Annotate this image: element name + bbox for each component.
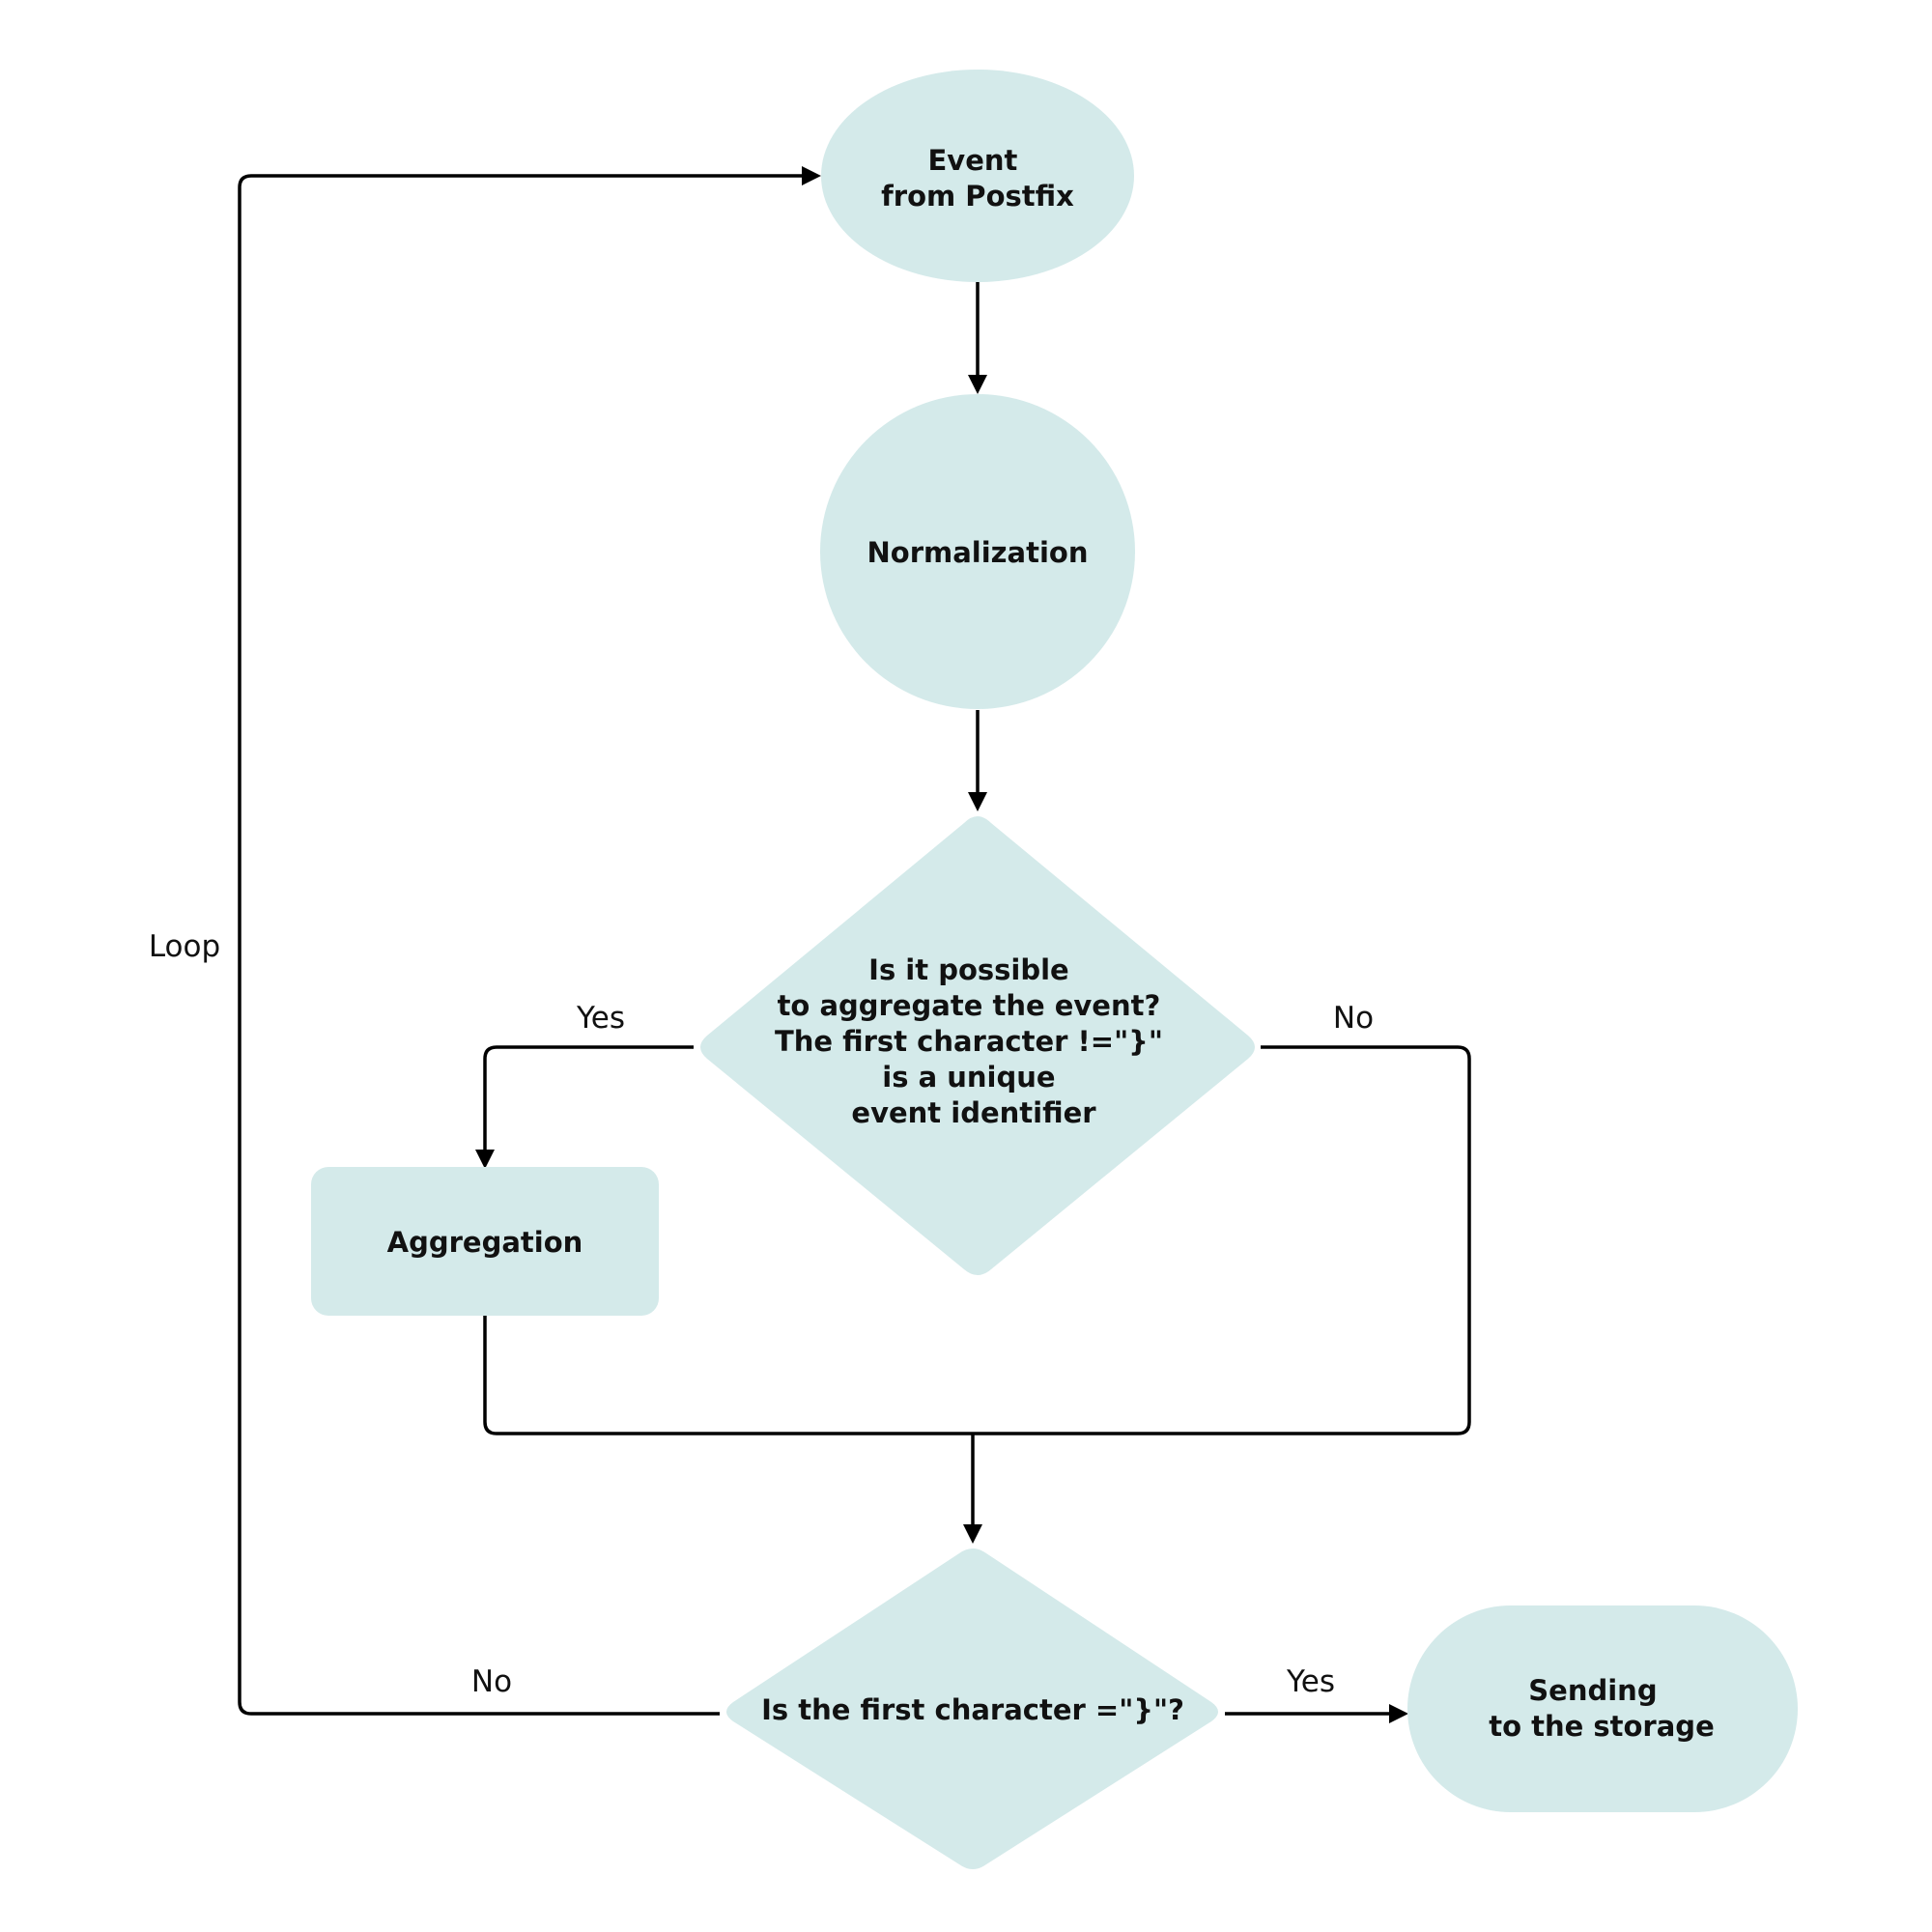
node-decision-aggregate-line-5: event identifier (851, 1096, 1096, 1129)
node-normalization: Normalization (820, 394, 1135, 709)
node-aggregation: Aggregation (311, 1167, 659, 1316)
end-yes-label: Yes (1286, 1664, 1335, 1699)
node-decision-aggregate-line-1: Is it possible (868, 953, 1069, 986)
edge-decision-yes-to-aggregation (483, 1045, 694, 1150)
node-decision-end-label: Is the first character ="}"? (761, 1693, 1184, 1726)
arrowhead-sending (1389, 1704, 1408, 1723)
node-event-shape (821, 70, 1134, 282)
node-decision-aggregate-label: Is it possible to aggregate the event? T… (775, 953, 1173, 1129)
node-decision-end-shape (726, 1548, 1218, 1869)
node-decision-aggregate: Is it possible to aggregate the event? T… (700, 816, 1255, 1275)
node-event-line-1: Event (928, 144, 1018, 177)
node-normalization-line-1: Normalization (867, 536, 1089, 569)
node-sending-label: Sending to the storage (1489, 1674, 1715, 1743)
node-aggregation-shape (311, 1167, 659, 1316)
node-decision-end: Is the first character ="}"? (726, 1548, 1218, 1869)
edge-aggregation-to-merge (483, 1316, 973, 1435)
node-sending-line-2: to the storage (1489, 1710, 1715, 1743)
node-normalization-label: Normalization (867, 536, 1089, 569)
loop-label: Loop (149, 929, 220, 964)
arrowhead-aggregation (475, 1150, 495, 1169)
node-decision-aggregate-line-3: The first character !="}" (775, 1025, 1163, 1058)
node-event: Event from Postfix (821, 70, 1134, 282)
node-sending: Sending to the storage (1407, 1605, 1798, 1812)
aggregate-yes-label: Yes (576, 1001, 625, 1036)
arrowhead-event (802, 166, 821, 185)
node-sending-line-1: Sending (1528, 1674, 1657, 1707)
node-sending-shape (1407, 1605, 1798, 1812)
edges (238, 166, 1471, 1723)
arrowhead-decision-end (963, 1524, 982, 1544)
node-decision-aggregate-line-4: is a unique (882, 1061, 1055, 1094)
edge-decision-no-to-merge (973, 1045, 1471, 1435)
arrowhead-decision-aggregate (968, 792, 987, 811)
node-event-line-2: from Postfix (881, 180, 1074, 213)
node-aggregation-line-1: Aggregation (387, 1226, 583, 1259)
end-no-label: No (471, 1664, 512, 1699)
arrowhead-normalization (968, 375, 987, 394)
edge-labels: Loop Yes No No Yes (149, 929, 1374, 1699)
aggregate-no-label: No (1333, 1001, 1374, 1036)
node-normalization-shape (820, 394, 1135, 709)
node-decision-end-line-1: Is the first character ="}"? (761, 1693, 1184, 1726)
node-event-label: Event from Postfix (881, 144, 1074, 213)
edge-loop-back-to-event (238, 174, 802, 1716)
node-decision-aggregate-shape (700, 816, 1255, 1275)
node-aggregation-label: Aggregation (387, 1226, 583, 1259)
nodes: Event from Postfix Normalization Is it p… (311, 70, 1798, 1869)
node-decision-aggregate-line-2: to aggregate the event? (778, 989, 1161, 1022)
